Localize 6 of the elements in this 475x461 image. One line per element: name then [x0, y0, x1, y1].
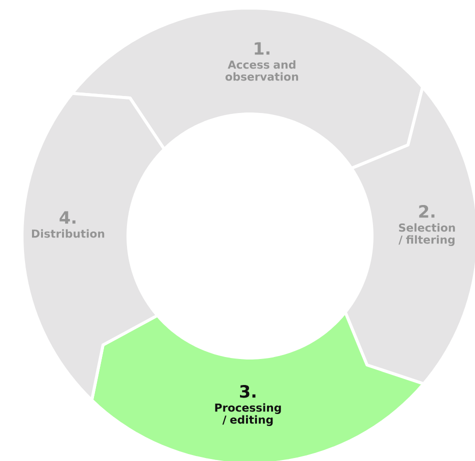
ring-segment: 3. Processing / editing [90, 310, 426, 461]
ring-segment: 1. Access and observation [70, 6, 424, 170]
ring-segment: 2. Selection / filtering [344, 86, 475, 386]
ring-segment: 4. Distribution [20, 92, 166, 402]
node-label: Selection / filtering [398, 223, 455, 246]
node-label: 2. [419, 204, 434, 218]
